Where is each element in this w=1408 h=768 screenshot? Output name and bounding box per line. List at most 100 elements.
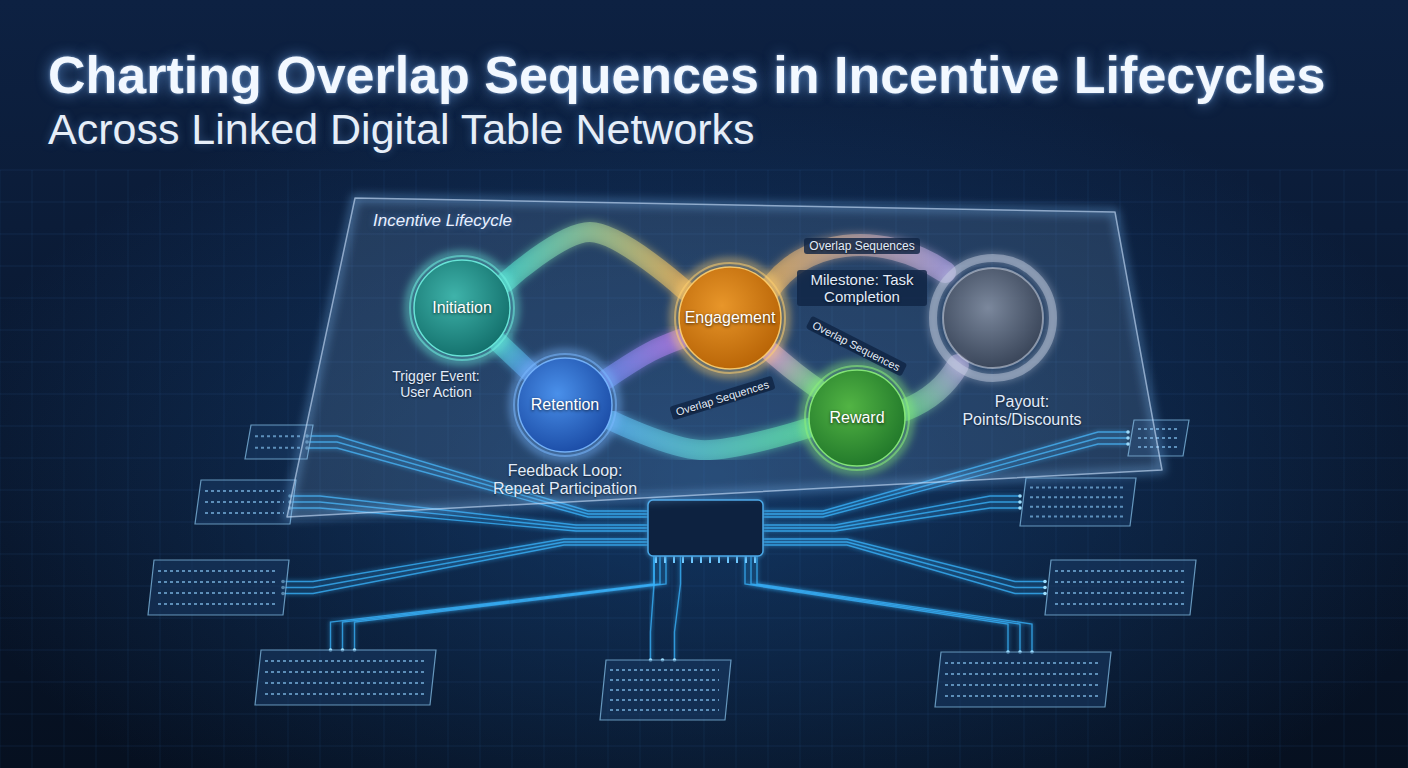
circuit-trace xyxy=(751,556,1020,652)
data-table xyxy=(148,560,289,615)
grid-line xyxy=(160,170,161,768)
table-row xyxy=(1030,496,1124,498)
table-panel xyxy=(255,650,436,705)
table-row xyxy=(255,435,301,437)
circle-glow xyxy=(804,365,910,471)
circle-fill xyxy=(679,267,781,369)
circle-ring xyxy=(805,366,909,470)
chip-pin xyxy=(691,556,693,563)
trace-dot xyxy=(1018,500,1022,504)
trace-dot xyxy=(1043,592,1047,596)
stage-circle: Retention xyxy=(510,350,620,460)
panel-heading: Incentive Lifecycle xyxy=(373,211,512,231)
grid-line xyxy=(64,170,65,768)
grid-line xyxy=(224,170,225,768)
stage-circle: Reward xyxy=(801,362,913,474)
table-row xyxy=(265,660,424,662)
grid-line xyxy=(96,170,97,768)
chip-pin xyxy=(655,556,657,563)
trace-dot xyxy=(1043,580,1047,584)
circle-fill xyxy=(518,358,612,452)
chip-pin xyxy=(664,556,666,563)
milestone-note: Milestone: Task Completion xyxy=(797,270,927,306)
table-panel xyxy=(935,652,1111,707)
panel-glow xyxy=(287,198,1162,517)
table-row xyxy=(610,669,719,671)
circle-ring xyxy=(675,263,785,373)
table-row xyxy=(610,689,719,691)
table-row xyxy=(1030,506,1124,508)
circle-fill xyxy=(809,370,905,466)
table-row xyxy=(610,679,719,681)
circuit-trace xyxy=(662,556,663,660)
stage-name: Engagement xyxy=(685,309,776,327)
trace-dot xyxy=(1018,506,1022,510)
table-panel xyxy=(195,480,296,524)
circle-glow xyxy=(674,262,786,374)
chip-pin xyxy=(682,556,684,563)
table-row xyxy=(1030,487,1124,489)
table-row xyxy=(205,512,284,514)
table-row xyxy=(265,682,424,684)
data-table xyxy=(935,652,1111,707)
circuit-trace xyxy=(651,556,655,660)
subtitle: Across Linked Digital Table Networks xyxy=(48,105,755,154)
table-row xyxy=(205,490,284,492)
table-row xyxy=(1055,592,1184,594)
chip-pin xyxy=(673,556,675,563)
circuit-trace xyxy=(763,502,1020,528)
feedback-note: Feedback Loop: Repeat Participation xyxy=(488,462,643,498)
chip-pin xyxy=(745,556,747,563)
table-panel xyxy=(600,660,731,720)
table-panel xyxy=(148,560,289,615)
chip-body xyxy=(648,500,763,556)
data-table xyxy=(195,480,296,524)
stage-circle: Engagement xyxy=(671,259,789,377)
grid-line xyxy=(32,170,33,768)
table-row xyxy=(1030,515,1124,517)
chip-pin xyxy=(754,556,756,563)
empty-stage-circle xyxy=(943,268,1043,368)
circle-ring xyxy=(410,256,514,360)
circle-ring xyxy=(514,354,616,456)
table-row xyxy=(945,695,1099,697)
data-table xyxy=(1020,478,1136,526)
table-row xyxy=(610,699,719,701)
grid-line xyxy=(1280,170,1281,768)
stage-name: Reward xyxy=(829,409,884,427)
ribbon-label: Overlap Sequences xyxy=(804,238,919,254)
table-row xyxy=(945,662,1099,664)
chip-pin xyxy=(727,556,729,563)
circuit-trace xyxy=(355,556,667,650)
table-row xyxy=(205,501,284,503)
table-row xyxy=(255,447,301,449)
grid-line xyxy=(1344,170,1345,768)
table-panel xyxy=(1020,478,1136,526)
table-row xyxy=(158,570,277,572)
table-row xyxy=(1055,570,1184,572)
payout-note: Payout: Points/Discounts xyxy=(958,393,1086,429)
table-row xyxy=(610,709,719,711)
grid-line xyxy=(128,170,129,768)
circuit-trace xyxy=(283,542,648,588)
table-panel xyxy=(1045,560,1196,615)
grid-line xyxy=(1248,170,1249,768)
grid-line xyxy=(192,170,193,768)
data-table xyxy=(1045,560,1196,615)
chip-pin xyxy=(718,556,720,563)
circuit-trace xyxy=(763,545,1045,594)
circle-glow xyxy=(409,255,515,361)
table-row xyxy=(158,592,277,594)
table-row xyxy=(1055,581,1184,583)
table-row xyxy=(945,684,1099,686)
chip-pin xyxy=(709,556,711,563)
circuit-trace xyxy=(757,556,1032,652)
trace-dot xyxy=(1043,586,1047,590)
circuit-trace xyxy=(283,545,648,594)
stage-circle: Initiation xyxy=(406,252,518,364)
stage-name: Initiation xyxy=(432,299,492,317)
circuit-trace xyxy=(343,556,661,650)
data-table xyxy=(255,650,436,705)
